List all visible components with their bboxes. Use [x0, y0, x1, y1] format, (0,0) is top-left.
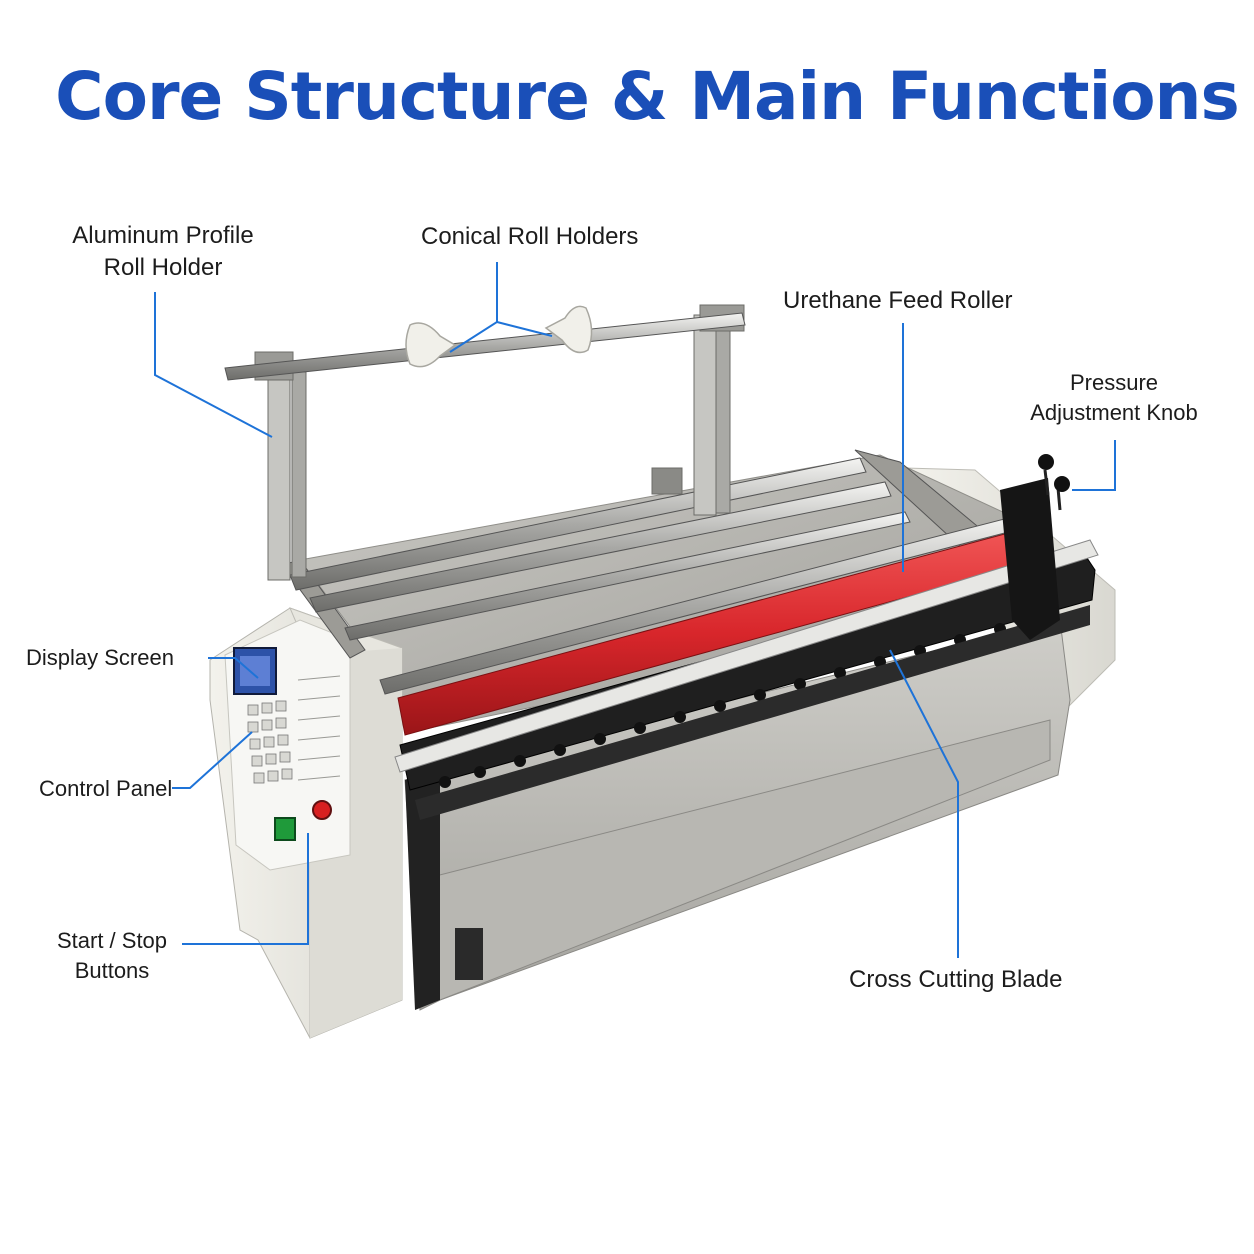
leader-start-stop	[182, 833, 309, 945]
front-slot	[455, 928, 483, 980]
leader-conical-holders	[449, 262, 498, 353]
front-feet-bar	[405, 768, 440, 1010]
leader-cross-cutting	[889, 649, 959, 958]
conical-holders	[405, 305, 593, 368]
roll-holder-stands	[254, 304, 745, 581]
label-display-screen: Display Screen	[26, 645, 174, 670]
cutting-bar-top	[394, 539, 1099, 773]
label-urethane-feed-roller: Urethane Feed Roller	[783, 287, 1013, 314]
page-title: Core Structure & Main Functions	[55, 58, 1240, 135]
label-conical-roll-holders: Conical Roll Holders	[421, 223, 639, 250]
top-shaft	[224, 312, 746, 381]
left-cabinet	[209, 607, 403, 1039]
leader-display-screen	[208, 657, 259, 679]
blade-guard	[415, 605, 1090, 820]
label-control-panel: Control Panel	[39, 776, 173, 801]
label-pressure-adjustment-knob: Pressure Adjustment Knob	[1030, 370, 1198, 425]
leader-aluminum-profile	[154, 292, 273, 438]
label-aluminum-profile-roll-holder: Aluminum Profile Roll Holder	[72, 222, 254, 281]
leader-conical-holders-b	[496, 321, 553, 337]
label-cross-cutting-blade: Cross Cutting Blade	[849, 966, 1063, 993]
leader-pressure-knob	[1072, 440, 1116, 491]
label-start-stop-buttons: Start / Stop Buttons	[56, 928, 168, 983]
leader-lines	[154, 262, 1116, 958]
pressure-block	[1000, 454, 1070, 640]
leader-control-panel	[172, 731, 253, 789]
